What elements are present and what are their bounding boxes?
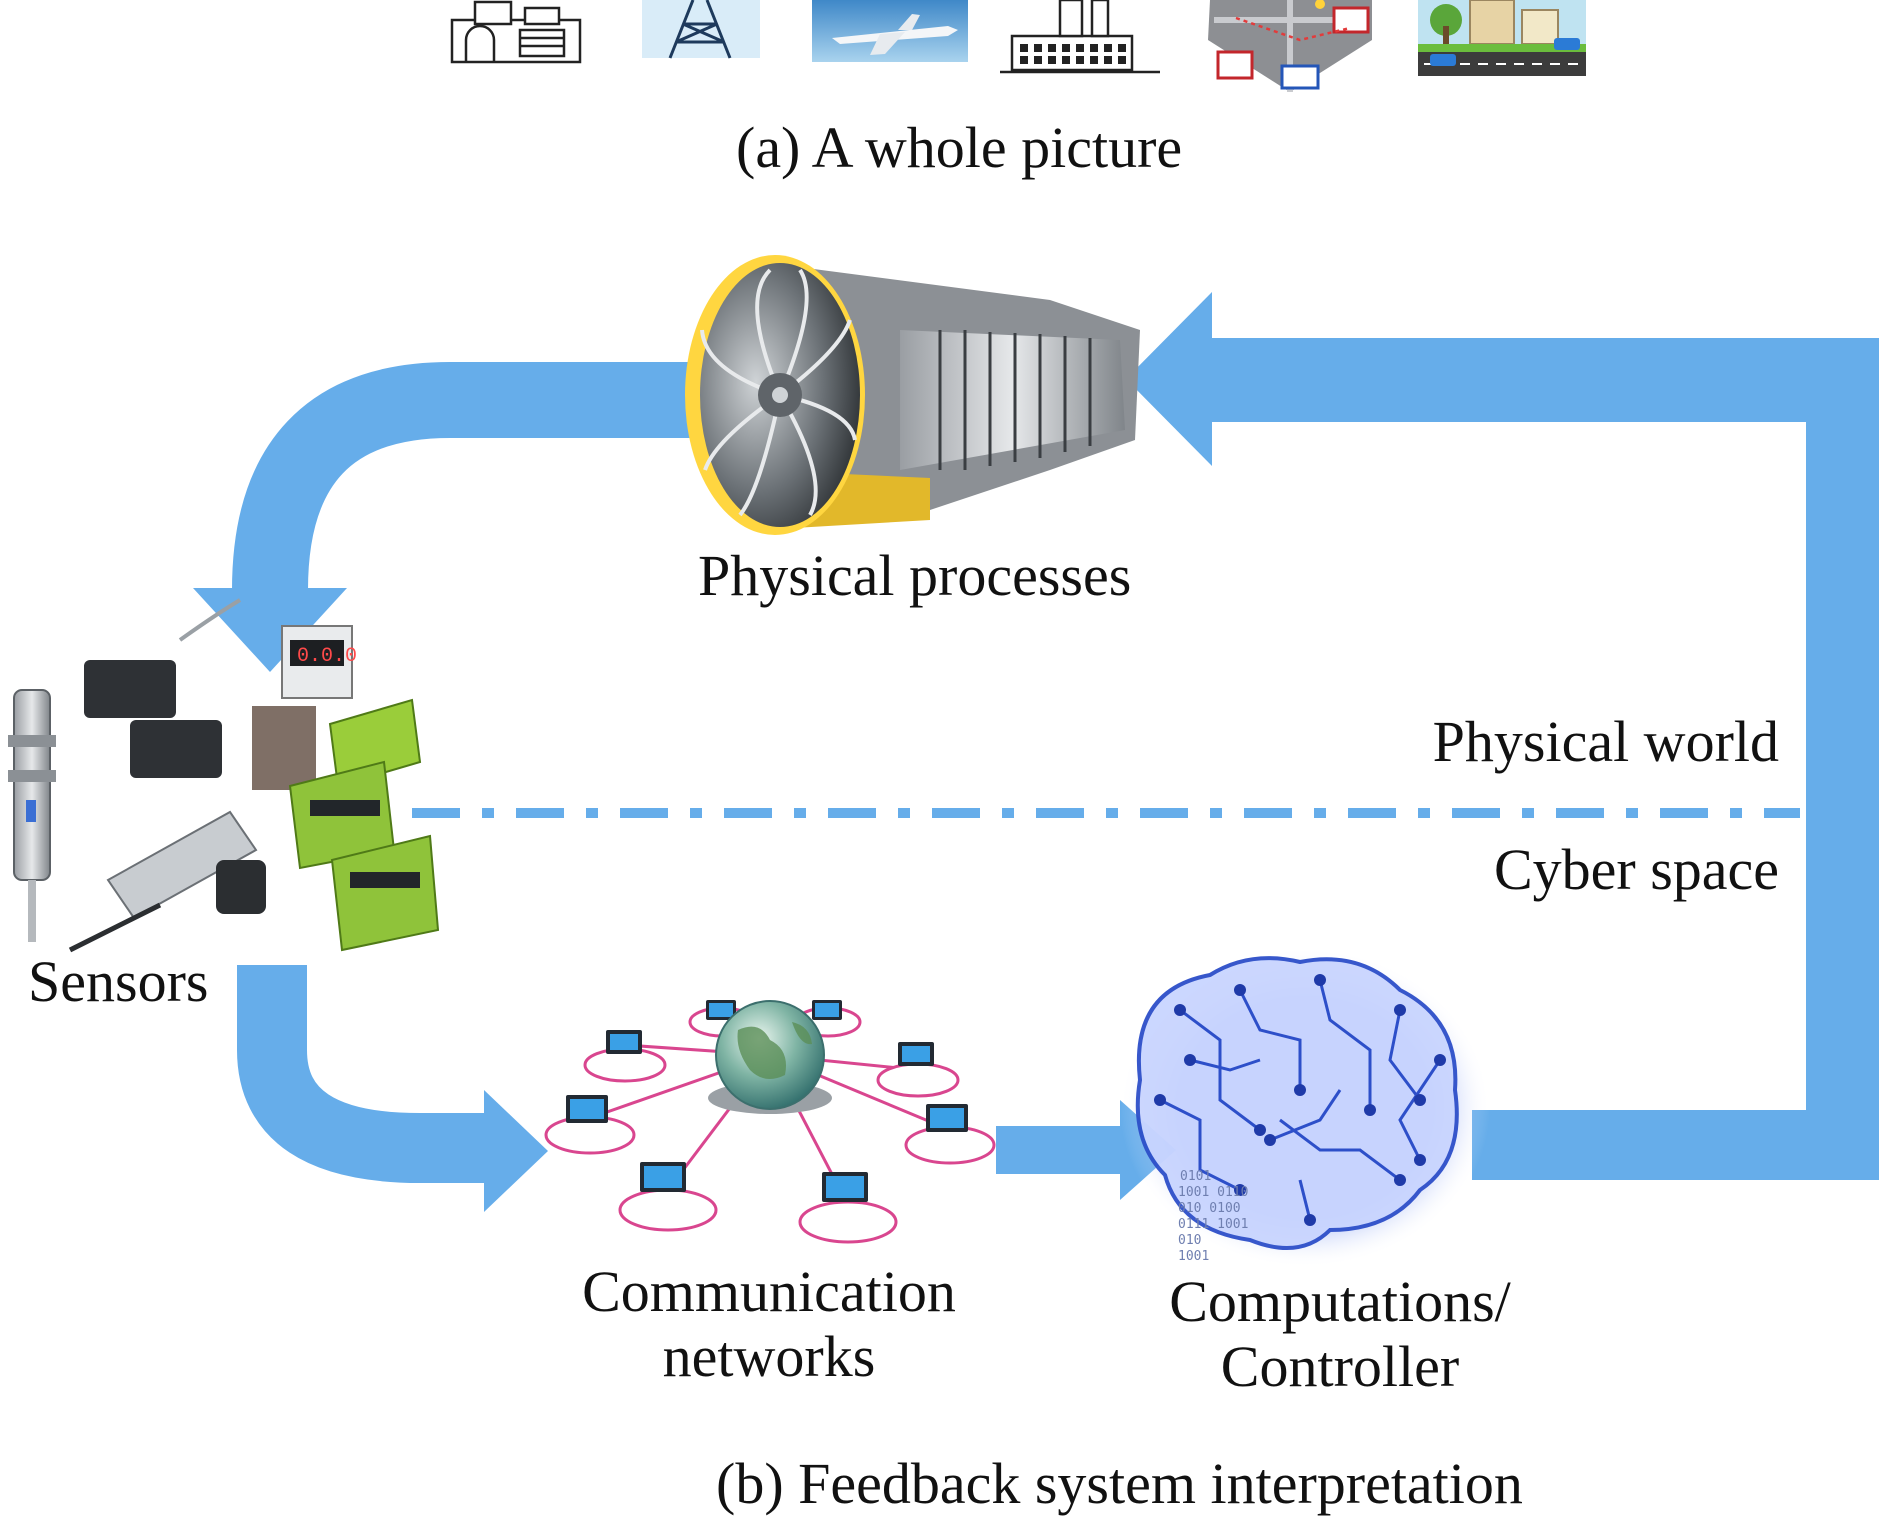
engine-to-sensors-arrow [193, 362, 710, 672]
factory-icon [1000, 0, 1160, 74]
sensors-icon: 0.0.0 [8, 598, 440, 953]
binary-digits: 0101 1001 0110 010 0100 0111 1001 010 10… [1178, 1169, 1248, 1264]
computations-controller-line: Controller [1220, 1333, 1460, 1399]
jet-engine-icon [685, 255, 1140, 535]
smart-city-icon [1208, 0, 1372, 92]
physical-processes-label: Physical processes [698, 543, 1132, 608]
brain-circuit-icon [1120, 948, 1490, 1268]
house-icon [450, 0, 582, 64]
globe-network-icon [544, 1000, 996, 1244]
binary-line: 010 [1178, 1233, 1201, 1248]
feedback-arrow [1126, 292, 1879, 1180]
airplane-icon [812, 0, 968, 62]
binary-line: 0111 1001 [1178, 1217, 1248, 1232]
svg-text:0.0.0: 0.0.0 [297, 645, 357, 668]
caption-a: (a) A whole picture [736, 115, 1183, 180]
binary-line: 0101 [1180, 1169, 1211, 1184]
communication-networks-line: Communication [582, 1259, 956, 1324]
binary-line: 1001 [1178, 1249, 1209, 1264]
caption-b: (b) Feedback system interpretation [716, 1451, 1523, 1516]
cyber-space-label: Cyber space [1493, 837, 1779, 902]
sensors-label: Sensors [28, 949, 209, 1014]
communication-networks-line: networks [662, 1323, 876, 1389]
binary-line: 010 0100 [1178, 1201, 1241, 1216]
communication-networks-label: Communication networks [564, 1259, 974, 1390]
physical-world-label: Physical world [1432, 709, 1779, 774]
city-street-icon [1418, 0, 1586, 76]
sensors-to-network-arrow [237, 965, 548, 1212]
computations-controller-label: Computations/ Controller [1140, 1269, 1540, 1400]
power-tower-icon [642, 0, 760, 59]
binary-line: 1001 0110 [1178, 1185, 1248, 1200]
computations-controller-line: Computations/ [1169, 1269, 1511, 1334]
